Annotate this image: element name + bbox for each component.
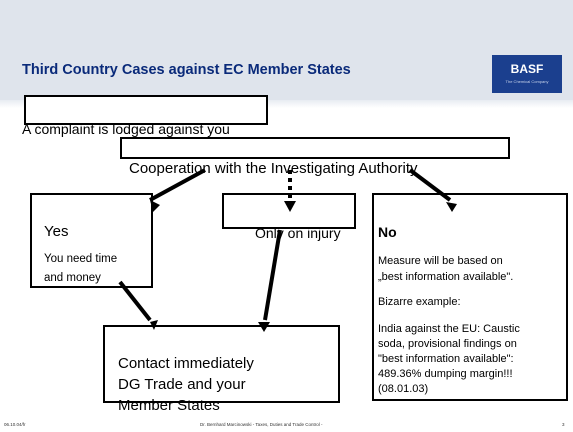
- no-line1: Measure will be based on: [378, 255, 503, 267]
- contact-line1: Contact immediately: [118, 355, 254, 372]
- no-example-line3: "best information available":: [378, 353, 514, 365]
- no-bizarre-label: Bizarre example:: [378, 296, 461, 308]
- cooperation-box: [120, 137, 510, 159]
- no-heading: No: [378, 224, 397, 240]
- yes-heading: Yes: [44, 223, 69, 240]
- injury-text: Only on injury: [255, 225, 341, 241]
- contact-box: Contact immediately DG Trade and your Me…: [103, 325, 340, 414]
- yes-line1: You need time: [44, 253, 118, 265]
- arrowhead-no: [446, 202, 457, 212]
- logo-name: BASF: [510, 62, 544, 76]
- slide-title: Third Country Cases against EC Member St…: [22, 62, 351, 78]
- no-line2: „best information available".: [378, 271, 514, 283]
- slide-header-band: [0, 0, 573, 100]
- no-example-line1: India against the EU: Caustic: [378, 323, 520, 335]
- yes-box: Yes You need time and money: [30, 193, 153, 288]
- complaint-text: A complaint is lodged against you: [22, 121, 230, 137]
- contact-line3: Member States: [118, 397, 220, 414]
- no-box: No Measure will be based on „best inform…: [372, 193, 568, 401]
- connector-injury-to-contact: [263, 229, 282, 321]
- header-divider: [0, 100, 573, 108]
- cooperation-text: Cooperation with the Investigating Autho…: [129, 160, 418, 177]
- connector-yes-to-contact: [118, 280, 152, 322]
- connector-to-no: [408, 168, 452, 202]
- footer-author: Dr. Bernhard Marcinowski - Taxes, Duties…: [200, 422, 323, 427]
- connector-to-yes: [149, 168, 206, 202]
- no-example-line5: (08.01.03): [378, 383, 429, 395]
- complaint-box: [24, 95, 268, 125]
- no-example-line2: soda, provisional findings on: [378, 338, 517, 350]
- footer-date: 06.10.04/fr: [4, 422, 26, 427]
- footer-page-number: 3: [562, 422, 565, 427]
- injury-box: [222, 193, 356, 229]
- arrowhead-injury: [284, 201, 296, 212]
- yes-line2: and money: [44, 272, 101, 284]
- logo-tagline: The Chemical Company: [505, 79, 549, 84]
- arrowhead-contact-right: [258, 322, 270, 332]
- contact-line2: DG Trade and your: [118, 376, 246, 393]
- no-example-line4: 489.36% dumping margin!!!: [378, 368, 513, 380]
- company-logo: BASF The Chemical Company: [492, 55, 562, 93]
